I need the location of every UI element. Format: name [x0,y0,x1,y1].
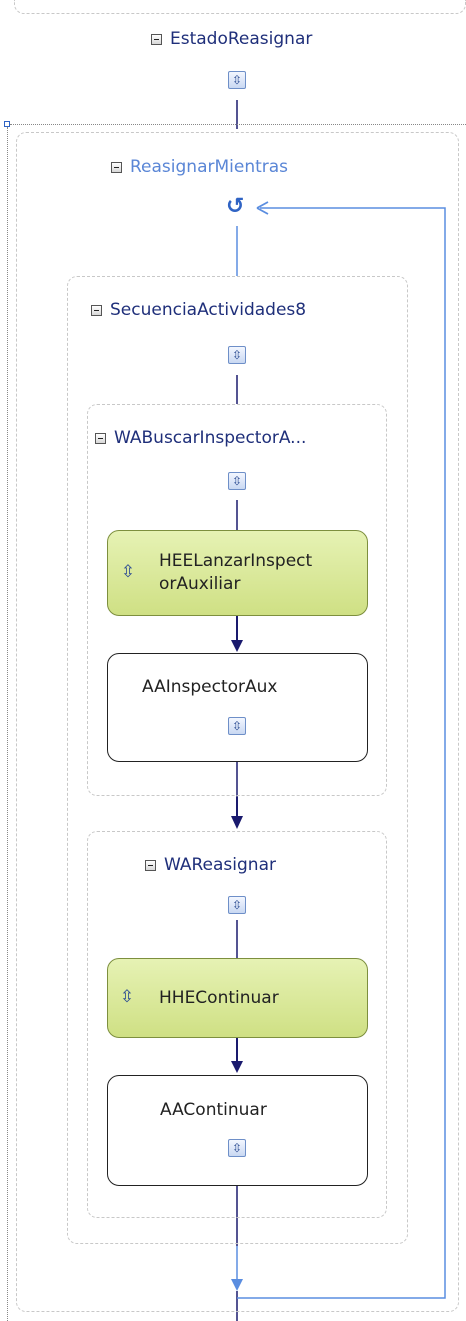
while-activity-frame[interactable] [16,132,459,1312]
handler-1-label: HEELanzarInspect orAuxiliar [159,551,313,594]
event-driven-1-title: WABuscarInspectorA... [114,428,307,448]
selection-border [7,127,8,1321]
event-driven-frame-2[interactable] [87,831,387,1218]
sequence-activity-header[interactable]: SecuenciaActividades8 [91,300,306,320]
while-activity-header[interactable]: ReasignarMientras [111,157,288,177]
event-driven-2-header[interactable]: WAReasignar [145,855,276,875]
collapse-icon[interactable] [95,432,106,444]
handle-external-event-activity-2[interactable]: ⇳ HHEContinuar [107,958,368,1038]
sequence-icon: ⇳ [228,896,246,914]
loop-icon: ↺ [226,194,245,219]
event-driven-frame-1[interactable] [87,404,387,796]
sequence-icon: ⇳ [228,1139,246,1157]
selection-border [10,124,466,125]
state-activity-title: EstadoReasignar [170,29,313,49]
sequence-activity-frame[interactable] [67,276,408,1244]
selection-handle[interactable] [4,121,10,127]
action-activity-2[interactable]: AAContinuar ⇳ [107,1075,368,1186]
collapse-icon[interactable] [91,304,102,316]
sequence-icon: ⇳ [228,472,246,490]
action-2-label: AAContinuar [160,1100,267,1120]
sequence-icon: ⇳ [228,71,246,89]
while-activity-title: ReasignarMientras [130,157,289,177]
state-activity-header[interactable]: EstadoReasignar [151,29,312,49]
handler-2-label: HHEContinuar [159,988,279,1008]
handler-icon: ⇳ [119,986,135,1007]
handler-icon: ⇳ [120,561,136,582]
collapse-icon[interactable] [151,33,162,45]
event-driven-2-title: WAReasignar [164,855,276,875]
sequence-icon: ⇳ [228,717,246,735]
state-activity-frame [14,0,466,14]
handle-external-event-activity-1[interactable]: ⇳ HEELanzarInspect orAuxiliar [107,530,368,616]
collapse-icon[interactable] [111,161,122,173]
action-activity-1[interactable]: AAInspectorAux ⇳ [107,653,368,762]
loop-back-connector [237,207,446,1299]
sequence-activity-title: SecuenciaActividades8 [110,300,307,320]
event-driven-1-header[interactable]: WABuscarInspectorA... [95,428,306,448]
sequence-icon: ⇳ [228,346,246,364]
collapse-icon[interactable] [145,859,156,871]
action-1-label: AAInspectorAux [142,677,278,697]
